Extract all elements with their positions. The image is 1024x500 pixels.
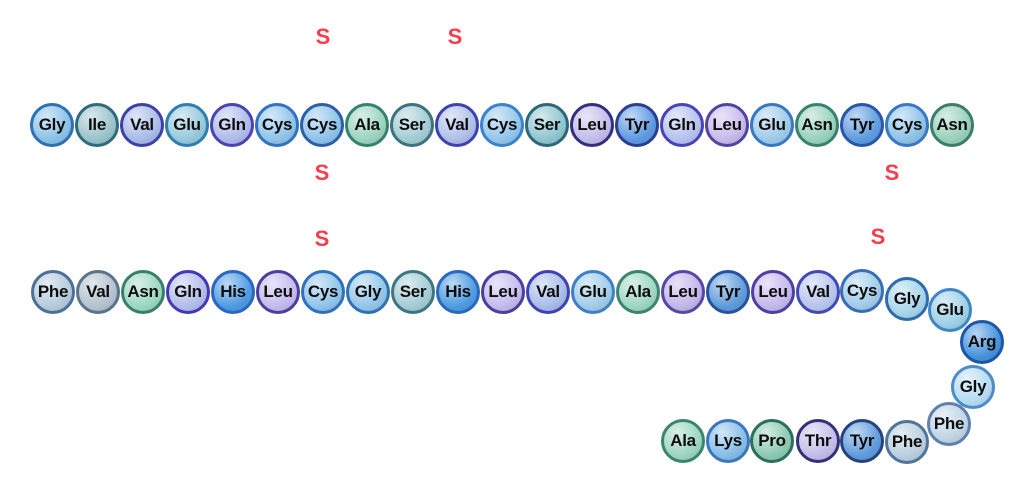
residue-b30-ala: Ala [661,419,705,463]
residue-b28-pro: Pro [750,419,794,463]
residue-b8-gly: Gly [346,270,390,314]
residue-b15-leu: Leu [661,270,705,314]
disulfide-s-label: S [870,224,886,249]
residue-b29-lys: Lys [706,419,750,463]
residue-a4-glu: Glu [165,103,209,147]
residue-a9-ser: Ser [390,103,434,147]
residue-a3-val: Val [120,103,164,147]
residue-b7-cys: Cys [301,270,345,314]
residue-b20-gly: Gly [885,277,929,321]
residue-b9-ser: Ser [391,270,435,314]
disulfide-s-label: S [314,160,330,185]
residue-b10-his: His [436,270,480,314]
disulfide-s-label: S [884,160,900,185]
residue-a21-asn: Asn [930,103,974,147]
residue-b22-arg: Arg [960,320,1004,364]
residue-b16-tyr: Tyr [706,270,750,314]
residue-a5-gln: Gln [210,103,254,147]
residue-b19-cys: Cys [840,269,884,313]
residue-b3-asn: Asn [121,270,165,314]
residue-b14-ala: Ala [616,270,660,314]
disulfide-s-label: S [447,24,463,49]
residue-b17-leu: Leu [751,270,795,314]
residue-b13-glu: Glu [571,270,615,314]
residue-a13-leu: Leu [570,103,614,147]
residue-b27-thr: Thr [796,419,840,463]
residue-a11-cys: Cys [480,103,524,147]
residue-b4-gln: Gln [166,270,210,314]
residue-a17-glu: Glu [750,103,794,147]
residue-b12-val: Val [526,270,570,314]
residue-a8-ala: Ala [345,103,389,147]
residue-b11-leu: Leu [481,270,525,314]
disulfide-s-label: S [315,24,331,49]
residue-a2-ile: Ile [75,103,119,147]
residue-a16-leu: Leu [705,103,749,147]
residue-b1-phe: Phe [31,270,75,314]
residue-a14-tyr: Tyr [615,103,659,147]
residue-b5-his: His [211,270,255,314]
residue-a1-gly: Gly [30,103,74,147]
residue-b24-phe: Phe [927,402,971,446]
residue-b21-glu: Glu [928,288,972,332]
residue-b18-val: Val [796,270,840,314]
disulfide-s-label: S [314,226,330,251]
residue-a10-val: Val [435,103,479,147]
residue-a20-cys: Cys [885,103,929,147]
residue-a19-tyr: Tyr [840,103,884,147]
residue-a12-ser: Ser [525,103,569,147]
residue-a18-asn: Asn [795,103,839,147]
residue-a7-cys: Cys [300,103,344,147]
residue-a6-cys: Cys [255,103,299,147]
residue-b23-gly: Gly [951,365,995,409]
residue-b25-phe: Phe [885,420,929,464]
residue-b6-leu: Leu [256,270,300,314]
residue-b2-val: Val [76,270,120,314]
residue-b26-tyr: Tyr [840,419,884,463]
residue-a15-gln: Gln [660,103,704,147]
